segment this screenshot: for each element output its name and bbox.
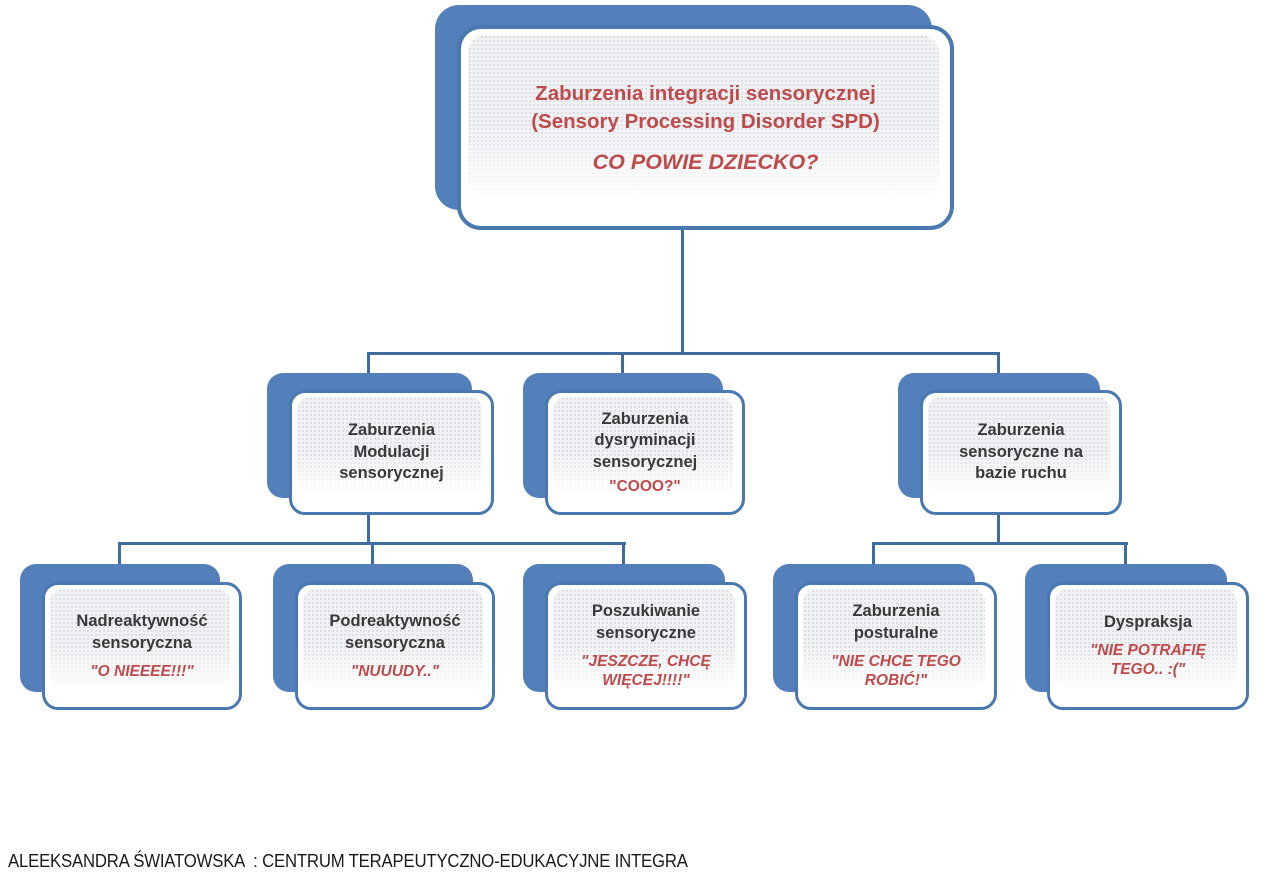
node-texture-panel bbox=[1055, 589, 1237, 690]
node-title: Nadreaktywność sensoryczna bbox=[76, 612, 208, 652]
connector-drop-ruchu bbox=[997, 352, 1000, 375]
node-texture-panel bbox=[303, 589, 483, 690]
author-credit: ALEEKSANDRA ŚWIATOWSKA : CENTRUM TERAPEU… bbox=[8, 851, 688, 871]
node-title: Zaburzenia posturalne bbox=[852, 602, 940, 643]
node-quote: "NIE POTRAFIĘ TEGO.. :(" bbox=[1090, 642, 1206, 679]
node-texture-panel bbox=[553, 397, 733, 495]
connector-level2-bar bbox=[367, 352, 1000, 355]
connector-drop-dysryminacji bbox=[621, 352, 624, 375]
node-quote: "O NIEEEE!!!" bbox=[90, 662, 194, 680]
node-quote: "JESZCZE, CHCĘ WIĘCEJ!!!!" bbox=[581, 652, 711, 690]
node-title: Zaburzenia Modulacji sensorycznej bbox=[339, 420, 444, 483]
connector-drop-poszukiwanie bbox=[622, 542, 625, 566]
node-texture-panel bbox=[553, 589, 735, 690]
connector-root-feed bbox=[681, 227, 684, 355]
node-podreaktywnosc: Podreaktywność sensoryczna "NUUUDY.." bbox=[273, 564, 495, 710]
node-texture-panel bbox=[803, 589, 985, 690]
node-title: Zaburzenia dysryminacji sensorycznej bbox=[592, 409, 698, 472]
node-texture-panel bbox=[50, 589, 230, 690]
connector-drop-dyspraksja bbox=[1124, 542, 1127, 566]
node-title: Dyspraksja bbox=[1103, 613, 1193, 632]
connector-drop-podreaktywnosc bbox=[371, 542, 374, 566]
node-texture-panel bbox=[297, 397, 482, 495]
node-quote: "NIE CHCE TEGO ROBIĆ!" bbox=[831, 652, 961, 690]
root-question: CO POWIE DZIECKO? bbox=[592, 149, 819, 174]
node-texture-panel bbox=[928, 397, 1110, 495]
node-title: Podreaktywność sensoryczna bbox=[329, 612, 461, 652]
connector-ruchu-feed bbox=[997, 512, 1000, 545]
root-title-line1: Zaburzenia integracji sensorycznej bbox=[535, 82, 876, 106]
connector-modulacji-feed bbox=[367, 512, 370, 545]
node-dyspraksja: Dyspraksja "NIE POTRAFIĘ TEGO.. :(" bbox=[1025, 564, 1249, 710]
connector-right-subtree-bar bbox=[872, 542, 1128, 545]
node-title: Poszukiwanie sensoryczne bbox=[591, 602, 701, 643]
node-title: Zaburzenia sensoryczne na bazie ruchu bbox=[959, 420, 1083, 483]
node-quote: "NUUUDY.." bbox=[350, 662, 440, 680]
root-title-line2: (Sensory Processing Disorder SPD) bbox=[531, 110, 880, 133]
node-zaburzenia-modulacji: Zaburzenia Modulacji sensorycznej bbox=[267, 373, 494, 515]
connector-drop-posturalne bbox=[872, 542, 875, 566]
node-posturalne: Zaburzenia posturalne "NIE CHCE TEGO ROB… bbox=[773, 564, 997, 710]
node-zaburzenia-dysryminacji: Zaburzenia dysryminacji sensorycznej "CO… bbox=[523, 373, 745, 515]
connector-drop-modulacji bbox=[367, 352, 370, 375]
node-texture-panel bbox=[468, 35, 939, 200]
node-root-spd: Zaburzenia integracji sensorycznej (Sens… bbox=[435, 5, 954, 230]
connector-drop-nadreaktywnosc bbox=[118, 542, 121, 566]
node-nadreaktywnosc: Nadreaktywność sensoryczna "O NIEEEE!!!" bbox=[20, 564, 242, 710]
node-zaburzenia-ruchu: Zaburzenia sensoryczne na bazie ruchu bbox=[898, 373, 1122, 515]
node-poszukiwanie: Poszukiwanie sensoryczne "JESZCZE, CHCĘ … bbox=[523, 564, 747, 710]
node-quote: "COOO?" bbox=[609, 477, 681, 495]
